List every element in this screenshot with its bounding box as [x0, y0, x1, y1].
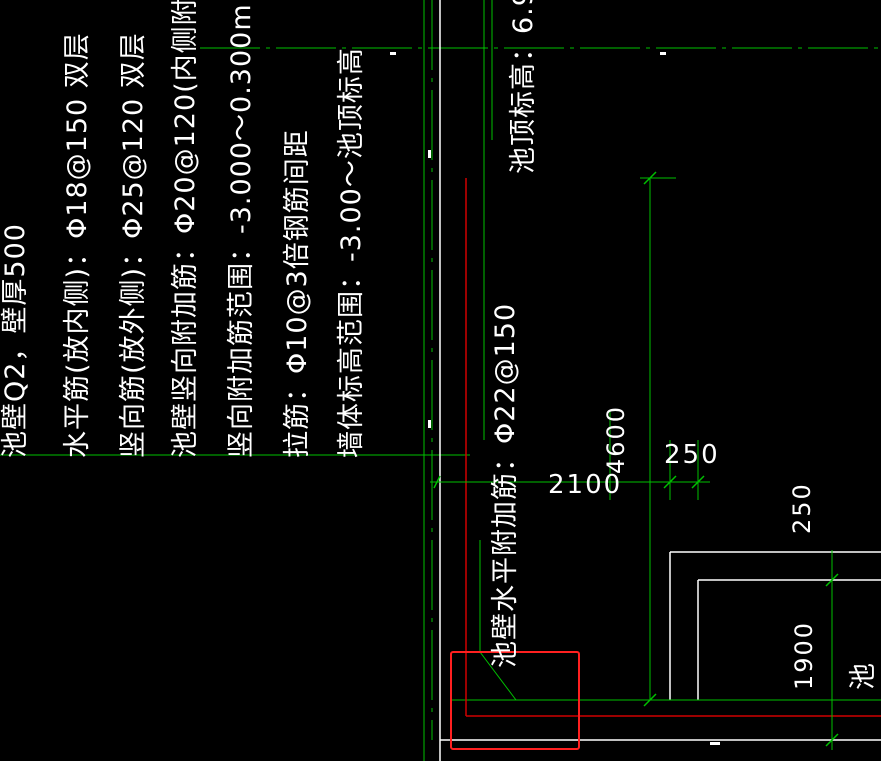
small-mark: [428, 420, 431, 428]
dimension-250-right: 250: [788, 482, 816, 534]
note-line: 竖向筋(放外侧)：Φ25@120 双层: [118, 32, 149, 458]
small-mark: [428, 150, 431, 158]
note-line: 墙体标高范围：-3.00～池顶标高: [336, 47, 367, 458]
top-elevation-label: 池顶标高：6.90m: [508, 0, 539, 174]
dimension-4600: 4600: [602, 404, 630, 474]
small-mark: [660, 52, 666, 55]
partial-label: 池: [848, 663, 879, 690]
horizontal-bar-note: 池壁水平附加筋：Φ22@150: [490, 302, 521, 668]
note-line: 池壁Q2，壁厚500: [0, 223, 31, 458]
dimension-tick: [825, 573, 839, 587]
dimension-line: [479, 651, 517, 701]
dimension-tick: [691, 475, 705, 489]
note-line: 拉筋：Φ10@3倍钢筋间距: [282, 129, 313, 458]
small-mark: [390, 52, 396, 55]
dimension-tick: [433, 475, 441, 489]
small-mark: [710, 742, 720, 745]
dimension-tick: [643, 171, 657, 185]
dimension-1900: 1900: [790, 620, 818, 690]
dimension-250-top: 250: [664, 440, 720, 470]
dimension-tick: [663, 475, 677, 489]
note-line: 水平筋(放内侧)：Φ18@150 双层: [62, 32, 93, 458]
highlight-box: [450, 651, 580, 750]
dimension-2100: 2100: [548, 470, 623, 500]
dimension-tick: [643, 693, 657, 707]
note-line: 池壁竖向附加筋：Φ20@120(内侧附加): [170, 0, 201, 458]
note-line: 竖向附加筋范围：-3.000～0.300m: [226, 3, 257, 458]
dimension-tick: [825, 733, 839, 747]
